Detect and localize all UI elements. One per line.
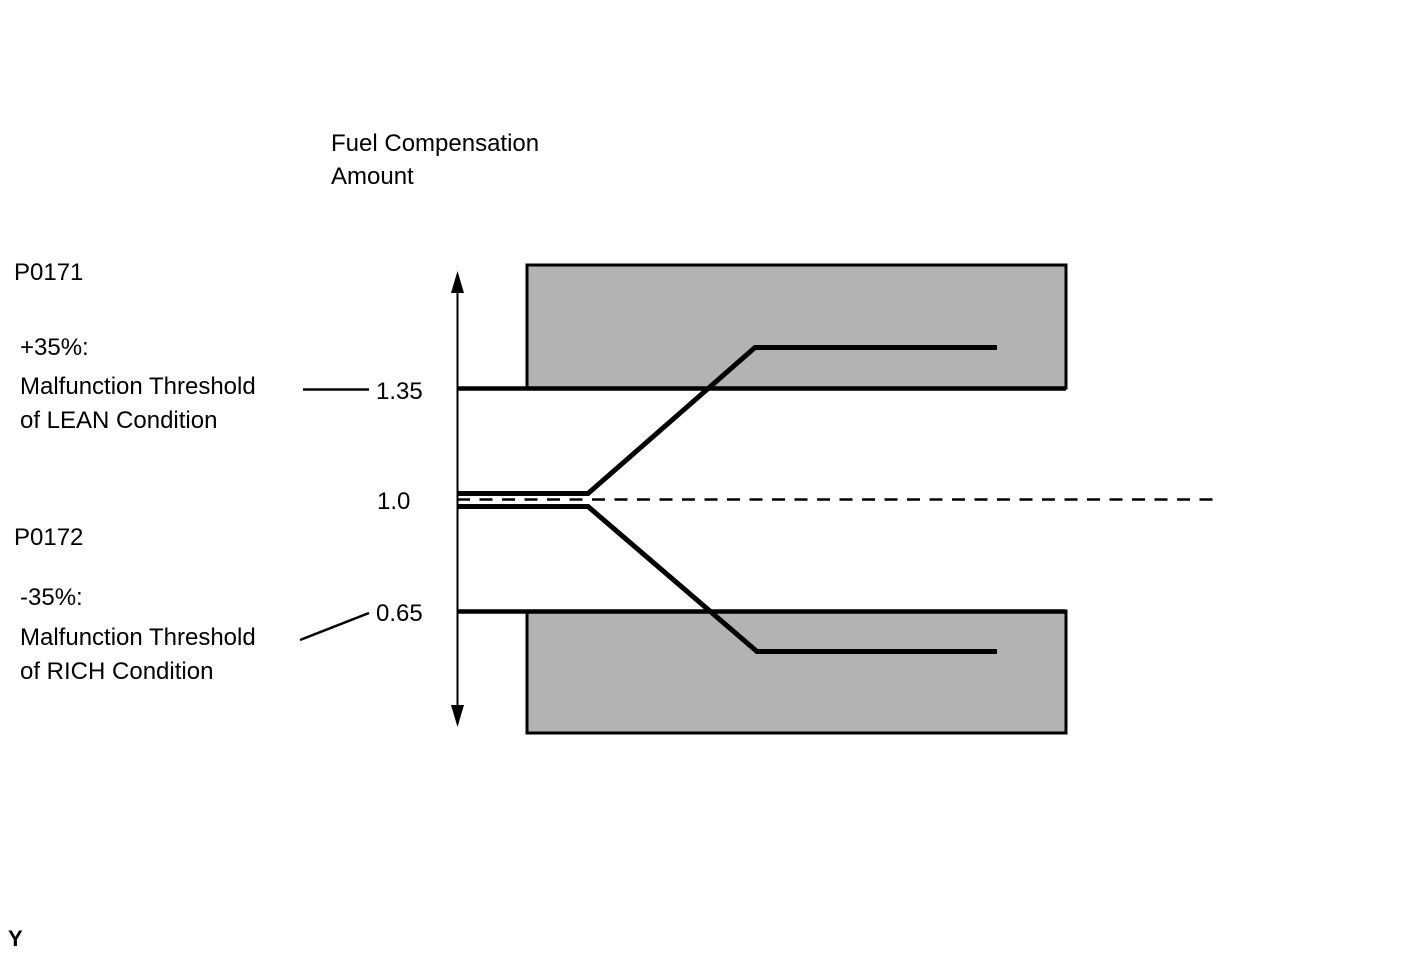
rich-offset-percent: -35%: — [20, 584, 83, 611]
y-axis-arrow-down-icon — [451, 705, 464, 727]
tick-normal: 1.0 — [377, 488, 411, 515]
rich-desc-line-1: Malfunction Threshold — [20, 624, 256, 651]
lean-drift-trace — [457, 345, 997, 496]
tick-lean-threshold: 1.35 — [376, 378, 423, 405]
axis-title-line-2: Amount — [331, 163, 414, 190]
corner-label: Y — [8, 926, 23, 951]
tick-rich-threshold: 0.65 — [376, 600, 423, 627]
rich-malfunction-zone — [525, 609, 1068, 735]
lean-dtc-code: P0171 — [14, 259, 84, 286]
lean-desc-line-1: Malfunction Threshold — [20, 373, 256, 400]
y-axis-arrow-up-icon — [451, 271, 464, 293]
rich-desc-line-2: of RICH Condition — [20, 658, 214, 685]
lean-offset-percent: +35%: — [20, 334, 89, 361]
lean-desc-line-2: of LEAN Condition — [20, 407, 218, 434]
rich-dtc-code: P0172 — [14, 524, 84, 551]
rich-drift-trace — [457, 504, 997, 654]
rich-threshold-leader-line — [299, 611, 370, 642]
axis-title-line-1: Fuel Compensation — [331, 130, 540, 157]
lean-malfunction-zone — [525, 263, 1068, 390]
